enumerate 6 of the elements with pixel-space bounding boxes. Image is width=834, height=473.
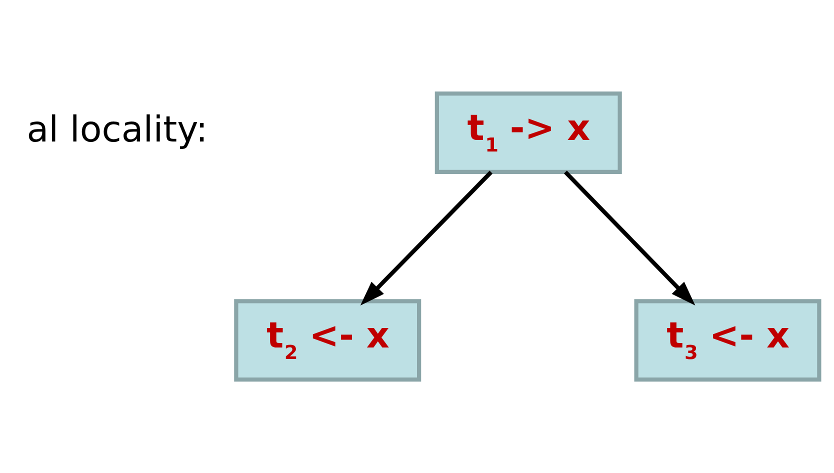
node-box: t$_{1}$ -> x xyxy=(434,91,622,174)
label: al locality: xyxy=(26,109,208,150)
arrow xyxy=(360,170,493,306)
arrow xyxy=(564,170,696,306)
node-box: t$_{3}$ <- x xyxy=(634,299,822,382)
node-box: t$_{2}$ <- x xyxy=(234,299,422,382)
